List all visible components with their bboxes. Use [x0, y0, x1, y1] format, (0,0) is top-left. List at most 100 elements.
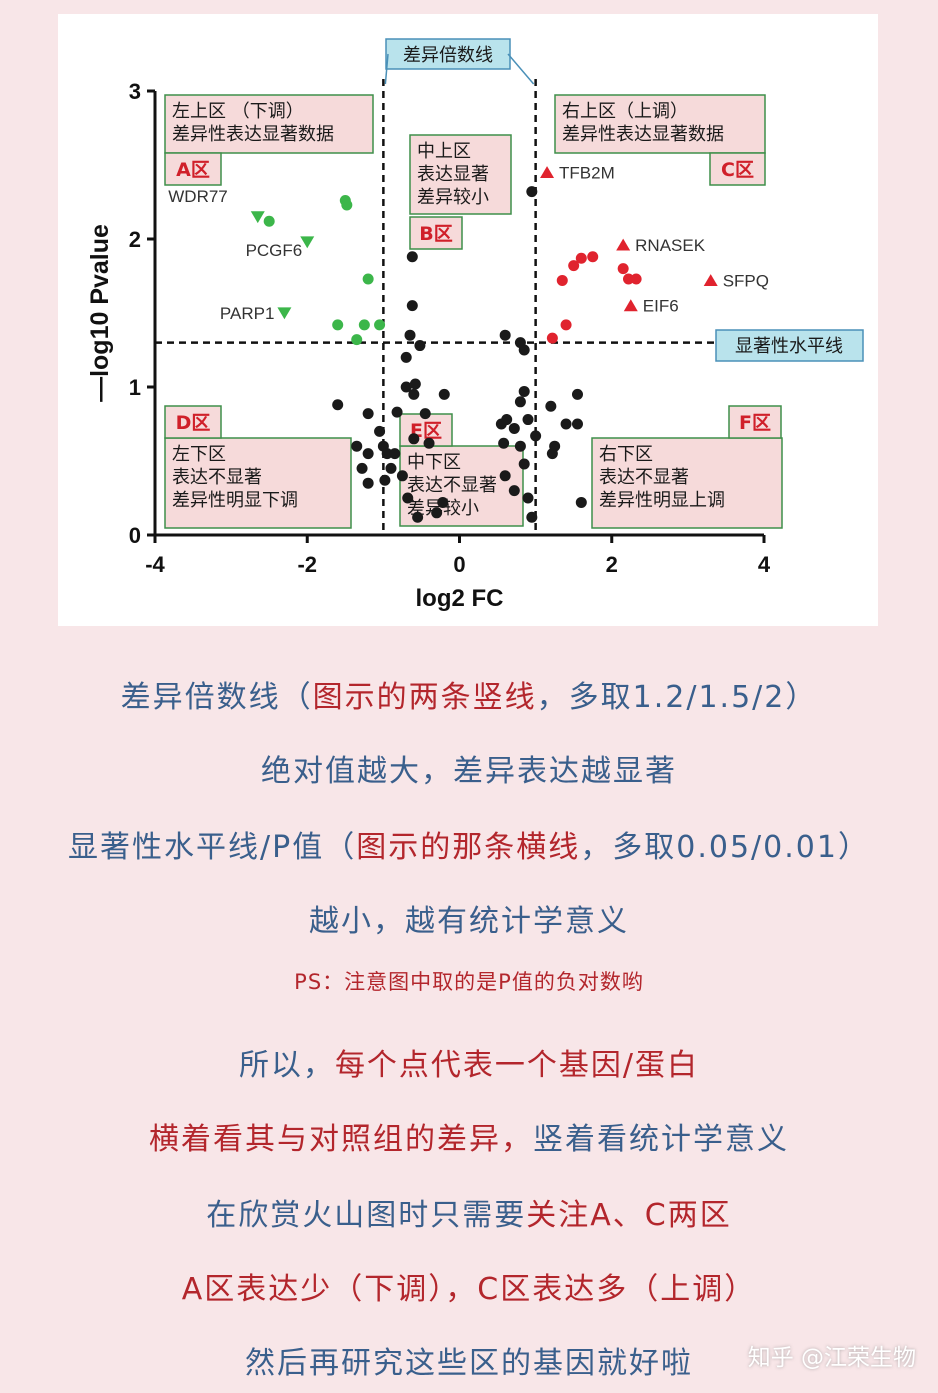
data-point-ns — [379, 474, 391, 486]
data-point-ns — [575, 496, 587, 508]
y-tick-label: 1 — [129, 375, 141, 400]
zone-b-tag: B区 — [419, 223, 452, 245]
zone-c-tag-box — [709, 152, 766, 186]
gene-marker-rnasek — [616, 238, 631, 251]
data-point-up — [622, 273, 634, 285]
caption-p-c: ，多取0.05/0.01） — [580, 830, 870, 865]
data-point-ns — [518, 458, 530, 470]
data-point-ns — [362, 477, 374, 489]
data-point-down — [341, 199, 353, 211]
data-point-ns — [414, 340, 426, 352]
data-point-ns — [351, 440, 363, 452]
caption-smaller: 越小，越有统计学意义 — [309, 904, 629, 939]
zone-c-text: 差异性表达显著数据 — [562, 124, 724, 145]
data-point-down — [362, 273, 374, 285]
zone-c-text: 右上区（上调） — [562, 101, 688, 122]
data-point-up — [630, 273, 642, 285]
data-point-ns — [396, 470, 408, 482]
zone-e-text: 中下区 — [407, 452, 461, 473]
gene-marker-tfb2m — [540, 166, 555, 178]
caption-each-point: 所以，每个点代表一个基因/蛋白 — [0, 1040, 938, 1084]
data-point-ns — [409, 378, 421, 390]
data-point-ns — [498, 437, 510, 449]
data-point-ns — [437, 496, 449, 508]
caption-focus-b: 关注A、C两区 — [526, 1198, 732, 1233]
zone-d-tag-box — [164, 405, 222, 439]
gene-marker-sfpq — [703, 274, 718, 287]
p-line-label: 显著性水平线 — [735, 336, 843, 357]
data-point-ns — [332, 399, 344, 411]
data-point-ns — [514, 396, 526, 408]
caption-focus-ac: 在欣赏火山图时只需要关注A、C两区 — [0, 1190, 938, 1234]
data-point-ns — [385, 462, 397, 474]
gene-label-rnasek: RNASEK — [635, 236, 706, 255]
caption-each-a: 所以， — [238, 1048, 335, 1083]
gene-marker-parp1 — [277, 307, 292, 320]
zone-d-text: 左下区 — [172, 444, 226, 465]
gene-label-parp1: PARP1 — [220, 304, 275, 323]
data-point-ns — [412, 511, 424, 523]
data-point-down — [332, 319, 344, 331]
zone-c-tag: C区 — [721, 159, 754, 181]
caption-fc-line: 差异倍数线（图示的两条竖线，多取1.2/1.5/2） — [0, 672, 938, 716]
gene-label-eif6: EIF6 — [643, 297, 679, 316]
data-point-ns — [408, 388, 420, 400]
zone-a-tag: A区 — [176, 159, 210, 181]
y-tick-label: 2 — [129, 227, 141, 252]
data-point-ns — [499, 329, 511, 341]
zone-a-text: 差异性表达显著数据 — [172, 124, 334, 145]
zone-d-text: 表达不显著 — [172, 467, 262, 488]
data-point-ns — [400, 351, 412, 363]
zone-f-text: 右下区 — [599, 444, 653, 465]
caption-p-line: 显著性水平线/P值（图示的那条横线，多取0.05/0.01） — [0, 822, 938, 866]
data-point-ns — [389, 448, 401, 460]
caption-hv-b: 竖着看统计学意义 — [533, 1122, 789, 1157]
zone-d-box — [164, 437, 352, 529]
data-point-up — [556, 274, 568, 286]
data-point-ns — [381, 448, 393, 460]
zone-b-text: 表达显著 — [417, 164, 489, 185]
zone-a-text: 左上区 （下调） — [172, 101, 304, 122]
gene-marker-eif6 — [623, 299, 638, 312]
gene-marker-pcgf6 — [300, 236, 315, 249]
x-tick-label: 2 — [606, 552, 618, 577]
caption-ps-note: PS：注意图中取的是P值的负对数哟 — [294, 970, 644, 994]
data-point-ns — [362, 408, 374, 420]
data-point-ns — [518, 385, 530, 397]
caption-fc-a: 差异倍数线（ — [120, 680, 313, 715]
zone-a-tag-box — [164, 152, 222, 186]
data-point-ns — [406, 251, 418, 263]
zone-a-box — [164, 94, 374, 154]
gene-marker-wdr77 — [250, 211, 265, 224]
data-point-ns — [501, 414, 513, 426]
gene-label-pcgf6: PCGF6 — [246, 241, 303, 260]
caption-a-c-meaning: A区表达少（下调），C区表达多（上调） — [181, 1272, 757, 1307]
gene-label-wdr77: WDR77 — [168, 187, 228, 206]
data-point-ns — [522, 492, 534, 504]
data-point-up — [587, 251, 599, 263]
caption-conclusion: 然后再研究这些区的基因就好啦 — [245, 1346, 693, 1381]
data-point-ns — [508, 485, 520, 497]
data-point-ns — [400, 381, 412, 393]
caption-each-b: 每个点代表一个基因/蛋白 — [334, 1048, 700, 1083]
data-point-ns — [419, 408, 431, 420]
data-point-up — [560, 319, 572, 331]
y-tick-label: 3 — [129, 79, 141, 104]
watermark: 知乎 @江荣生物 — [747, 1345, 916, 1371]
fc-label-arrow-left — [384, 53, 389, 85]
zone-d-tag: D区 — [176, 412, 211, 434]
fc-line-label: 差异倍数线 — [403, 45, 493, 66]
data-point-ns — [423, 437, 435, 449]
caption-p-a: 显著性水平线/P值（ — [68, 830, 357, 865]
caption-p-b: 图示的那条横线 — [356, 830, 581, 865]
data-point-up — [546, 332, 558, 344]
data-point-ns — [356, 462, 368, 474]
zone-e-text: 差异较小 — [407, 498, 479, 519]
zone-d-text: 差异性明显下调 — [172, 490, 298, 511]
data-point-ns — [522, 414, 534, 426]
zone-b-tag-box — [409, 216, 463, 250]
data-point-ns — [374, 425, 386, 437]
data-point-ns — [404, 329, 416, 341]
data-point-ns — [514, 440, 526, 452]
